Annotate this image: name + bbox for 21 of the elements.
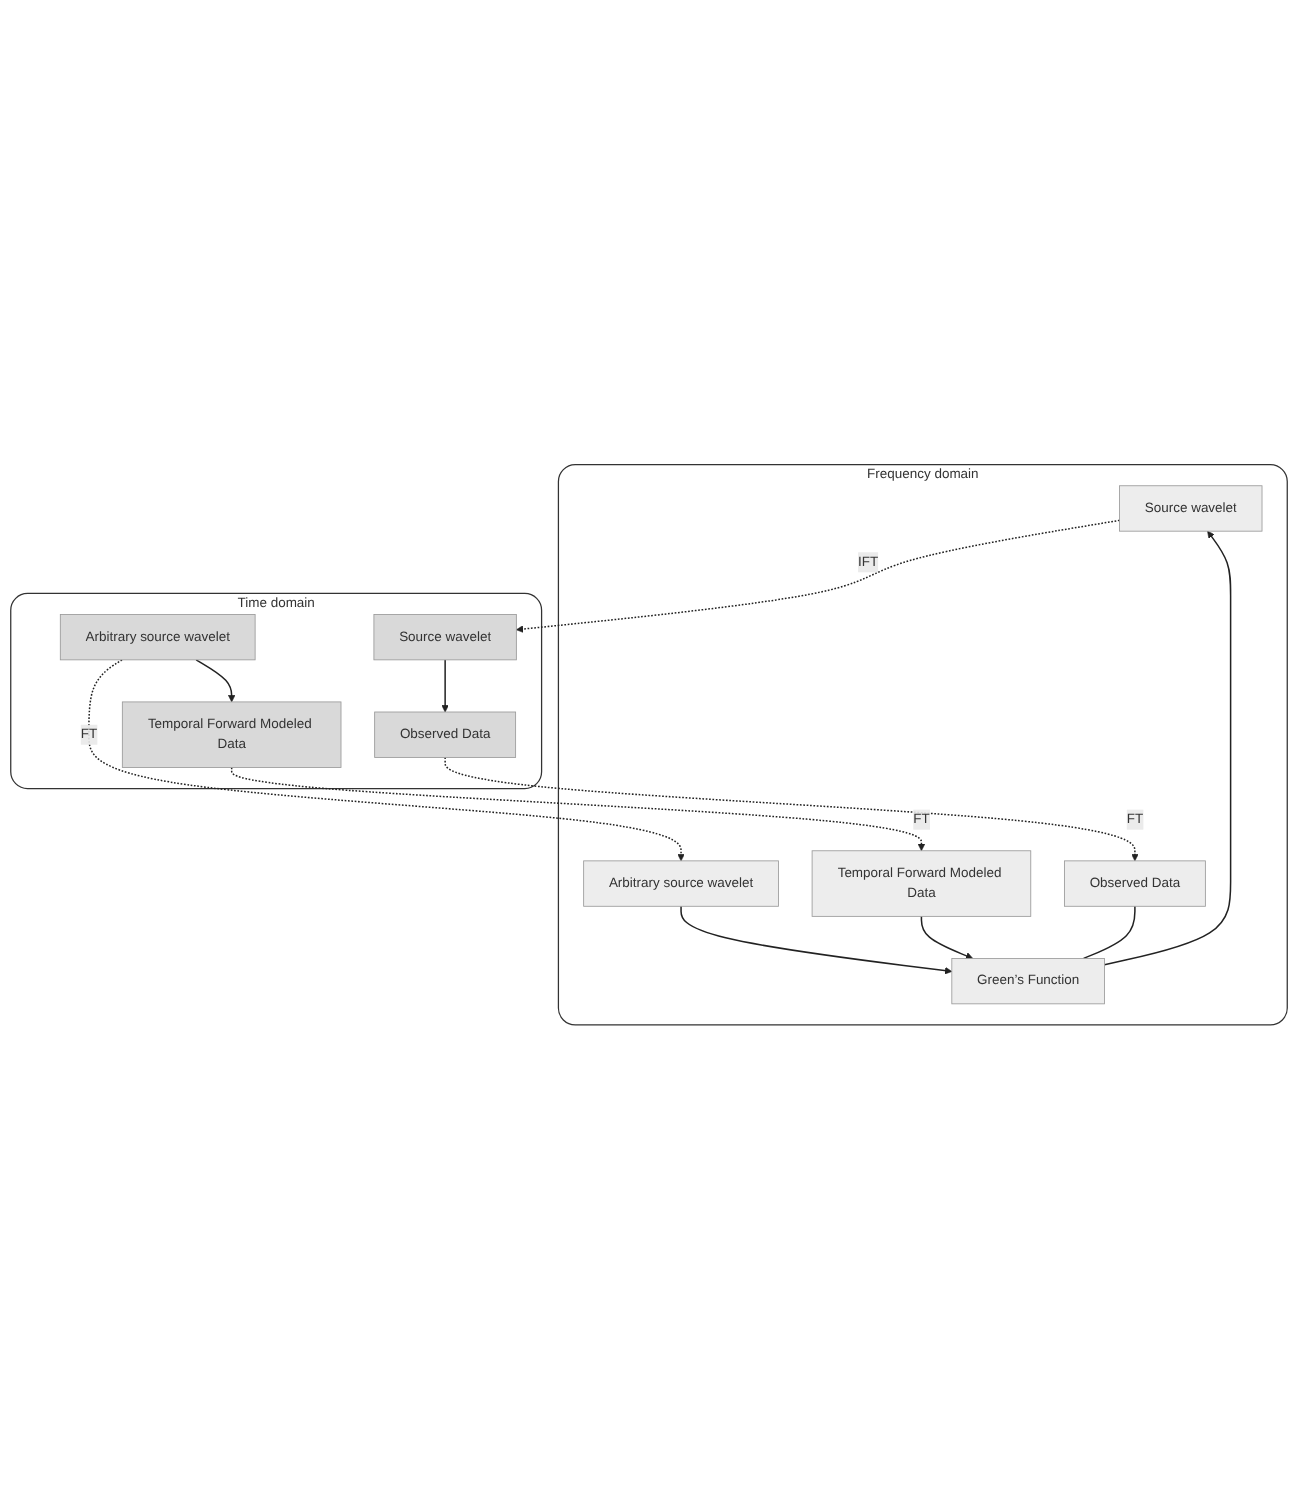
connector bbox=[1082, 904, 1136, 959]
cluster bbox=[557, 463, 1288, 1025]
node-box bbox=[373, 613, 517, 660]
node-box bbox=[583, 859, 779, 906]
arrow bbox=[441, 658, 449, 712]
arrow bbox=[195, 658, 236, 702]
arrow bbox=[680, 904, 953, 974]
cluster bbox=[10, 591, 543, 789]
node-box bbox=[121, 700, 342, 768]
node-box bbox=[951, 957, 1105, 1004]
arrow bbox=[516, 518, 1121, 632]
node-box bbox=[1064, 859, 1206, 906]
arrow bbox=[1103, 530, 1232, 965]
arrow bbox=[444, 755, 1139, 861]
node-box bbox=[811, 849, 1032, 916]
arrow bbox=[230, 765, 926, 851]
node-box bbox=[59, 613, 256, 660]
node-box bbox=[374, 710, 517, 757]
arrow bbox=[88, 658, 685, 861]
node-box bbox=[1119, 484, 1263, 531]
arrow bbox=[920, 914, 974, 959]
